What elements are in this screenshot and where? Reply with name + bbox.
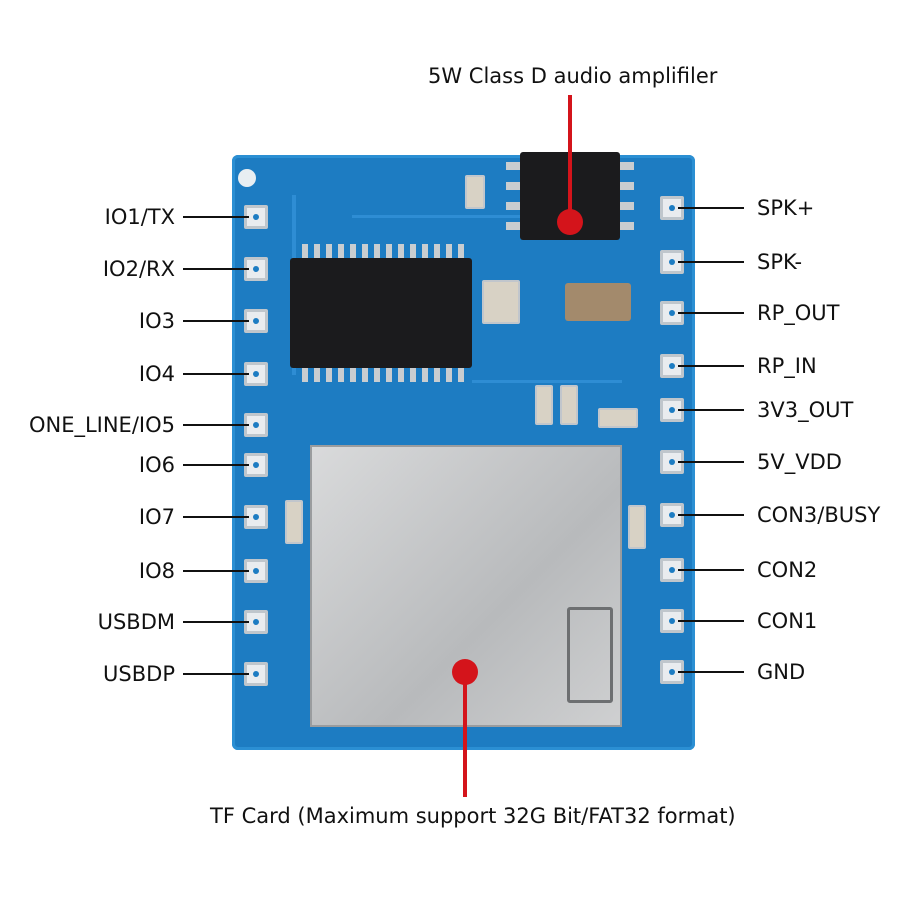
pin-leader-line (183, 373, 249, 375)
ic-pin (326, 368, 332, 382)
amplifier-callout-line (568, 95, 572, 222)
amp-pin (620, 182, 634, 190)
pin-leader-line (678, 461, 744, 463)
pin-label-left: IO1/TX (104, 205, 175, 229)
smd-component (560, 385, 578, 425)
ic-pin (458, 244, 464, 258)
pin-label-left: ONE_LINE/IO5 (28, 413, 175, 437)
smd-component (285, 500, 303, 544)
ic-pin (446, 244, 452, 258)
pin-label-left: IO6 (138, 453, 175, 477)
pin-label-right: SPK+ (757, 196, 815, 220)
mounting-hole (238, 169, 256, 187)
smd-component (535, 385, 553, 425)
amp-pin (620, 222, 634, 230)
smd-component (482, 280, 520, 324)
pin-pad (244, 257, 268, 281)
pin-label-right: RP_OUT (757, 301, 840, 325)
pin-label-right: 3V3_OUT (757, 398, 854, 422)
pin-label-right: GND (757, 660, 806, 684)
pin-label-right: CON1 (757, 609, 818, 633)
smd-component (628, 505, 646, 549)
ic-pin (434, 244, 440, 258)
tf-card-label: TF Card (Maximum support 32G Bit/FAT32 f… (210, 804, 736, 828)
pin-label-right: 5V_VDD (757, 450, 842, 474)
ic-pin (362, 244, 368, 258)
amp-pin (506, 202, 520, 210)
pin-label-right: CON2 (757, 558, 818, 582)
ic-pin (410, 368, 416, 382)
pin-leader-line (183, 516, 249, 518)
tf-card-callout-dot (452, 659, 478, 685)
pin-label-left: IO4 (138, 362, 175, 386)
ic-pin (422, 244, 428, 258)
pin-label-left: IO3 (138, 309, 175, 333)
pin-pad (660, 558, 684, 582)
pin-leader-line (678, 365, 744, 367)
ic-pin (434, 368, 440, 382)
pin-label-left: IO8 (138, 559, 175, 583)
pin-leader-line (183, 424, 249, 426)
ic-pin (338, 368, 344, 382)
pin-label-left: IO7 (138, 505, 175, 529)
ic-pin (374, 368, 380, 382)
pin-label-left: USBDM (97, 610, 175, 634)
pin-leader-line (183, 216, 249, 218)
ic-pin (350, 244, 356, 258)
ic-pin (386, 368, 392, 382)
ic-pin (326, 244, 332, 258)
ic-pin (458, 368, 464, 382)
tf-card-callout-line (463, 672, 467, 797)
ic-pin (302, 244, 308, 258)
pin-label-right: CON3/BUSY (757, 503, 881, 527)
pin-label-left: USBDP (103, 662, 175, 686)
pin-leader-line (678, 261, 744, 263)
ic-pin (350, 368, 356, 382)
amp-pin (506, 182, 520, 190)
ic-pin (386, 244, 392, 258)
ic-pin (398, 244, 404, 258)
pin-leader-line (183, 268, 249, 270)
card-latch (567, 607, 613, 703)
pin-leader-line (678, 569, 744, 571)
amplifier-callout-dot (557, 209, 583, 235)
pin-label-right: RP_IN (757, 354, 817, 378)
pin-leader-line (678, 409, 744, 411)
amp-pin (620, 202, 634, 210)
pin-leader-line (678, 312, 744, 314)
amp-pin (620, 162, 634, 170)
trace (352, 215, 552, 218)
pin-leader-line (678, 671, 744, 673)
trace (472, 380, 622, 383)
amp-pin (506, 162, 520, 170)
main-ic-chip (290, 244, 472, 382)
smd-component (598, 408, 638, 428)
ic-pin (314, 244, 320, 258)
pin-label-right: SPK- (757, 250, 803, 274)
amplifier-label: 5W Class D audio amplifiler (428, 64, 718, 88)
pin-leader-line (678, 620, 744, 622)
pin-leader-line (183, 673, 249, 675)
pin-leader-line (183, 464, 249, 466)
pin-leader-line (183, 320, 249, 322)
pin-leader-line (183, 570, 249, 572)
ic-pin (398, 368, 404, 382)
ic-pin (314, 368, 320, 382)
pin-leader-line (183, 621, 249, 623)
pin-leader-line (678, 514, 744, 516)
ic-pin (446, 368, 452, 382)
ic-pin (302, 368, 308, 382)
pin-leader-line (678, 207, 744, 209)
amp-pin (506, 222, 520, 230)
ic-pin (338, 244, 344, 258)
pin-label-left: IO2/RX (102, 257, 175, 281)
ic-pin (362, 368, 368, 382)
ic-pin (410, 244, 416, 258)
ic-pin (374, 244, 380, 258)
capacitor (565, 283, 631, 321)
smd-component (465, 175, 485, 209)
ic-pin (422, 368, 428, 382)
